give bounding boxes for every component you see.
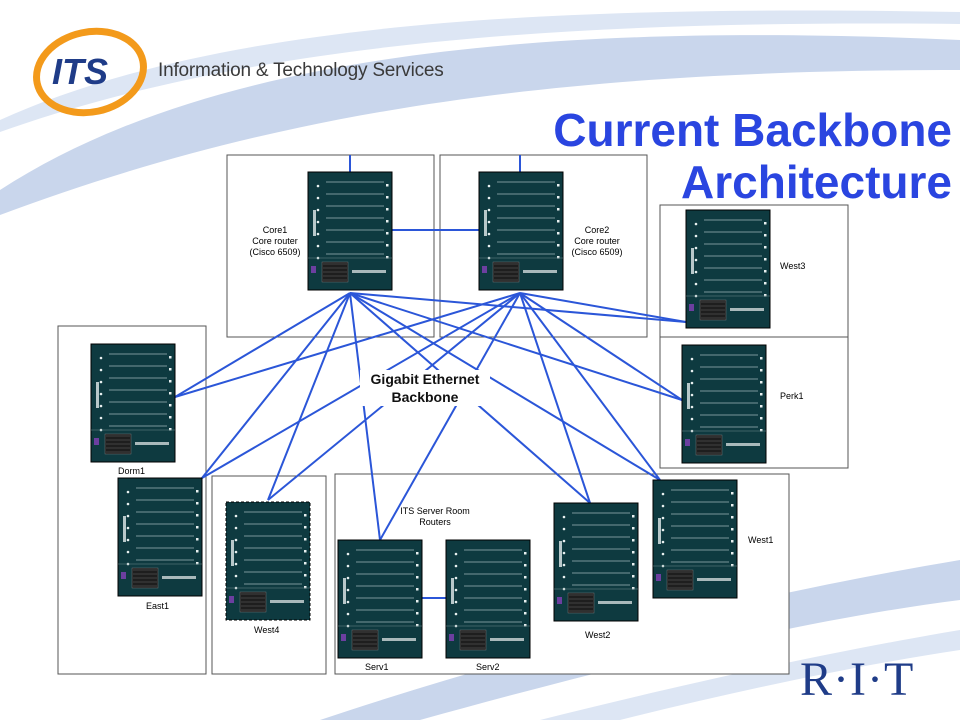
its-tagline: Information & Technology Services [158,60,444,81]
serv2-router [445,539,531,659]
slide-title-line2: Architecture [681,156,952,208]
east1-label: East1 [146,601,170,611]
serv1-label: Serv1 [365,662,389,672]
link-core2-6 [519,292,591,504]
core2-router [478,171,564,291]
core2-label: Core2 Core router (Cisco 6509) [562,225,632,258]
its-logo-text: ITS [52,51,108,92]
perk1-router [681,344,767,464]
link-core1-4 [267,292,351,501]
perk1-label: Perk1 [780,391,804,401]
dorm1-router [90,343,176,463]
dorm1-label: Dorm1 [118,466,146,476]
link-core1-0 [349,292,687,323]
west3-router [685,209,771,329]
slide-title-line1: Current Backbone [553,104,952,156]
rit-logo: R·I·T [800,653,915,706]
west1-label: West1 [748,535,774,545]
link-core2-0 [519,292,687,323]
slide-title: Current Backbone Architecture [553,104,952,208]
its-logo: ITS [33,27,147,117]
west4-label: West4 [254,625,280,635]
west4-router [225,501,311,621]
link-core2-5 [379,292,521,541]
west2-router [553,502,639,622]
core1-label-line3: (Cisco 6509) [249,247,301,257]
routers [90,171,771,659]
backbone-label-line1: Gigabit Ethernet [370,371,480,387]
backbone-label: Gigabit Ethernet Backbone [360,370,490,406]
core2-label-line2: Core router [574,236,620,246]
serv1-router [337,539,423,659]
core1-label: Core1 Core router (Cisco 6509) [240,225,310,258]
link-core2-1 [519,292,683,401]
link-core1-2 [174,292,351,398]
core1-router [307,171,393,291]
backbone-label-line2: Backbone [391,389,459,405]
core1-label-line2: Core router [252,236,298,246]
core1-label-line1: Core1 [262,225,288,235]
serv2-label: Serv2 [476,662,500,672]
link-core1-1 [349,292,683,401]
link-core2-7 [519,292,661,481]
backbone-links [174,155,687,599]
link-core1-5 [349,292,381,541]
server-room-label: ITS Server Room Routers [400,506,470,527]
west2-label: West2 [585,630,611,640]
core2-label-line3: (Cisco 6509) [571,247,623,257]
link-core1-7 [349,292,661,481]
west1-router [652,479,738,599]
west3-label: West3 [780,261,806,271]
link-core1-3 [201,292,351,479]
link-core2-2 [174,292,521,398]
core2-label-line1: Core2 [584,225,610,235]
east1-router [117,477,203,597]
